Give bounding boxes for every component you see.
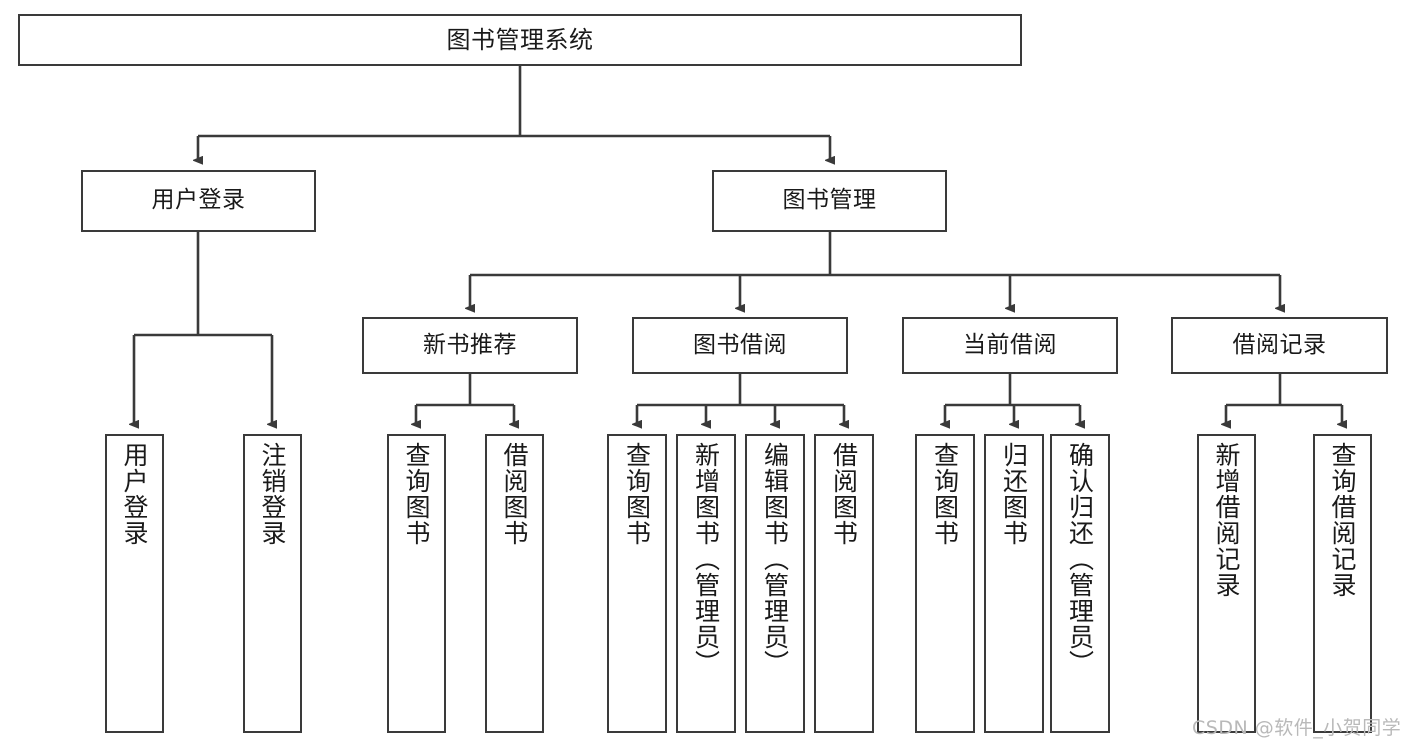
leaf-edit-book-admin[interactable]: 编辑图书（管理员） (745, 434, 805, 733)
leaf-borrow-book[interactable]: 借阅图书 (814, 434, 874, 733)
leaf-add-book-admin[interactable]: 新增图书（管理员） (676, 434, 736, 733)
node-label: 借阅图书 (500, 442, 529, 546)
node-root-system[interactable]: 图书管理系统 (18, 14, 1022, 66)
leaf-user-login[interactable]: 用户登录 (105, 434, 164, 733)
node-label: 用户登录 (151, 187, 246, 214)
leaf-current-query-book[interactable]: 查询图书 (915, 434, 975, 733)
node-label: 归还图书 (999, 442, 1029, 546)
node-label: 查询图书 (930, 442, 960, 546)
watermark: CSDN @软件_小贺同学 (1192, 717, 1402, 739)
leaf-confirm-return-admin[interactable]: 确认归还（管理员） (1050, 434, 1110, 733)
node-borrow-record[interactable]: 借阅记录 (1171, 317, 1388, 374)
node-label: 当前借阅 (963, 331, 1057, 358)
node-label: 查询借阅记录 (1328, 442, 1357, 598)
node-label: 注销登录 (258, 442, 287, 546)
leaf-query-borrow-record[interactable]: 查询借阅记录 (1313, 434, 1372, 733)
node-label: 图书管理 (782, 187, 877, 214)
node-label: 借阅图书 (829, 442, 859, 546)
node-label: 确认归还（管理员） (1065, 442, 1095, 676)
node-user-login[interactable]: 用户登录 (81, 170, 316, 232)
leaf-add-borrow-record[interactable]: 新增借阅记录 (1197, 434, 1256, 733)
node-label: 新增借阅记录 (1212, 442, 1241, 598)
node-label: 新增图书（管理员） (691, 442, 721, 676)
leaf-borrow-query-book[interactable]: 查询图书 (607, 434, 667, 733)
node-label: 图书管理系统 (446, 25, 594, 54)
node-label: 查询图书 (402, 442, 431, 546)
node-label: 新书推荐 (423, 331, 517, 358)
node-new-book-recommend[interactable]: 新书推荐 (362, 317, 578, 374)
node-book-borrow[interactable]: 图书借阅 (632, 317, 848, 374)
leaf-new-book-borrow[interactable]: 借阅图书 (485, 434, 544, 733)
node-label: 图书借阅 (693, 331, 787, 358)
node-book-management[interactable]: 图书管理 (712, 170, 947, 232)
leaf-new-book-query[interactable]: 查询图书 (387, 434, 446, 733)
node-label: 借阅记录 (1232, 331, 1327, 358)
node-label: 编辑图书（管理员） (760, 442, 790, 676)
leaf-logout[interactable]: 注销登录 (243, 434, 302, 733)
node-current-borrow[interactable]: 当前借阅 (902, 317, 1118, 374)
node-label: 用户登录 (120, 442, 149, 546)
leaf-return-book[interactable]: 归还图书 (984, 434, 1044, 733)
node-label: 查询图书 (622, 442, 652, 546)
